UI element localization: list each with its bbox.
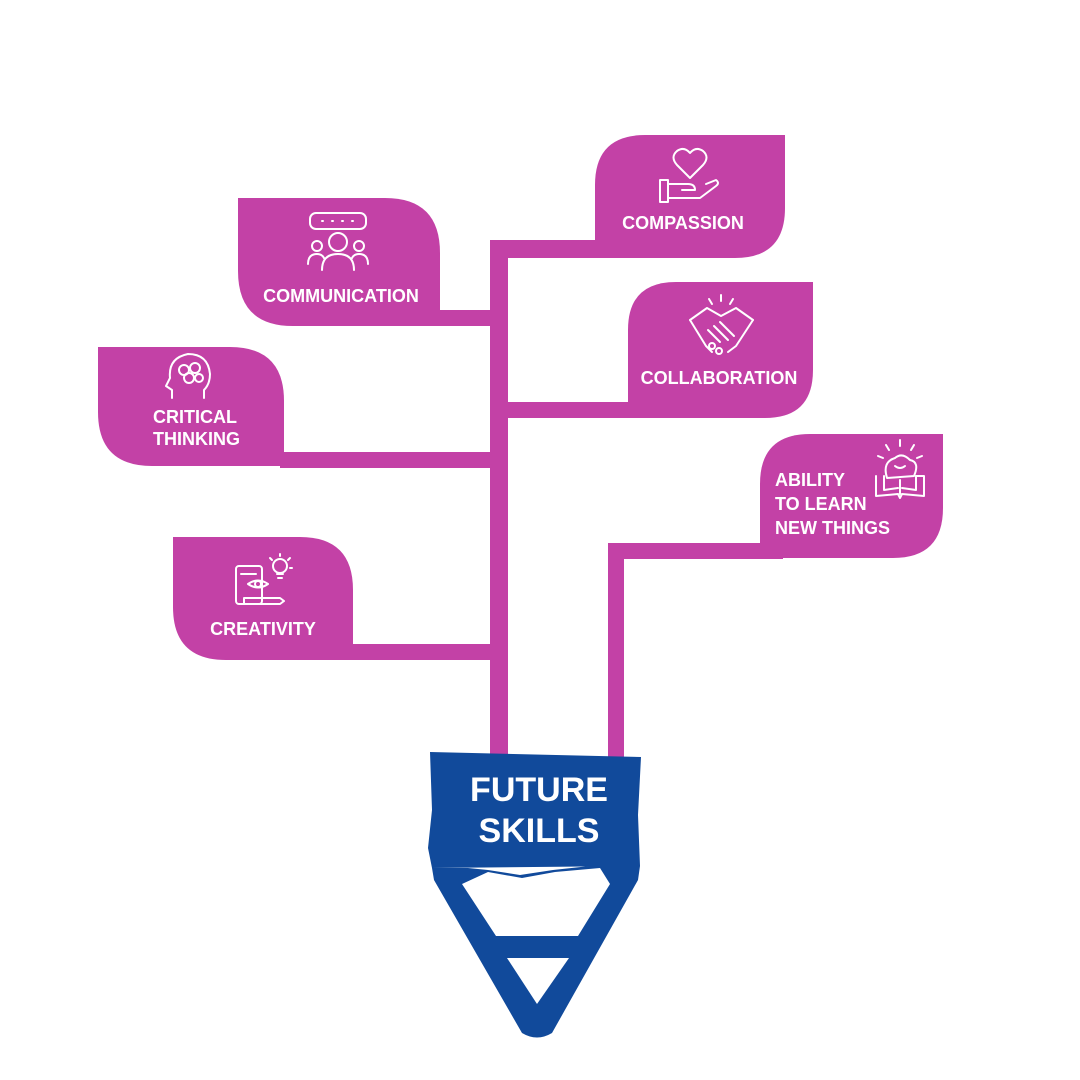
branch-compassion <box>490 240 600 258</box>
branch-ability-to-learn <box>608 543 783 559</box>
branch-critical-thinking <box>280 452 508 468</box>
label-collaboration: COLLABORATION <box>641 368 798 388</box>
label-critical-thinking-line-2: THINKING <box>153 429 240 449</box>
label-ability-line-3: NEW THINGS <box>775 518 890 538</box>
main-trunk <box>490 240 508 765</box>
label-communication: COMMUNICATION <box>263 286 419 306</box>
branch-communication <box>420 310 508 326</box>
handshake-icon <box>689 294 754 355</box>
label-ability-line-2: TO LEARN <box>775 494 867 514</box>
branch-creativity <box>340 644 508 660</box>
branch-collaboration <box>490 402 630 418</box>
future-skills-pencil: FUTURE SKILLS <box>428 752 641 1038</box>
card-collaboration <box>628 282 813 418</box>
card-compassion <box>595 135 785 258</box>
label-compassion: COMPASSION <box>622 213 744 233</box>
card-critical-thinking <box>98 347 284 466</box>
skill-cards <box>98 135 943 660</box>
audience-speaker-icon <box>307 212 369 271</box>
center-title-line-1: FUTURE <box>470 771 608 809</box>
right-trunk <box>608 543 624 765</box>
label-critical-thinking-line-1: CRITICAL <box>153 407 237 427</box>
brain-head-icon <box>165 353 211 399</box>
heart-in-hand-icon <box>659 147 719 203</box>
connector-lines <box>280 240 783 765</box>
label-ability-line-1: ABILITY <box>775 470 845 490</box>
pencil-tip-band <box>462 868 610 936</box>
label-creativity: CREATIVITY <box>210 619 316 639</box>
brain-book-icon <box>875 439 925 499</box>
creative-design-icon <box>235 553 293 605</box>
pencil-lead-cutout <box>507 958 569 1004</box>
center-title-line-2: SKILLS <box>479 812 600 850</box>
pencil-body <box>428 752 641 868</box>
card-communication <box>238 198 440 326</box>
card-ability-to-learn <box>760 434 943 558</box>
